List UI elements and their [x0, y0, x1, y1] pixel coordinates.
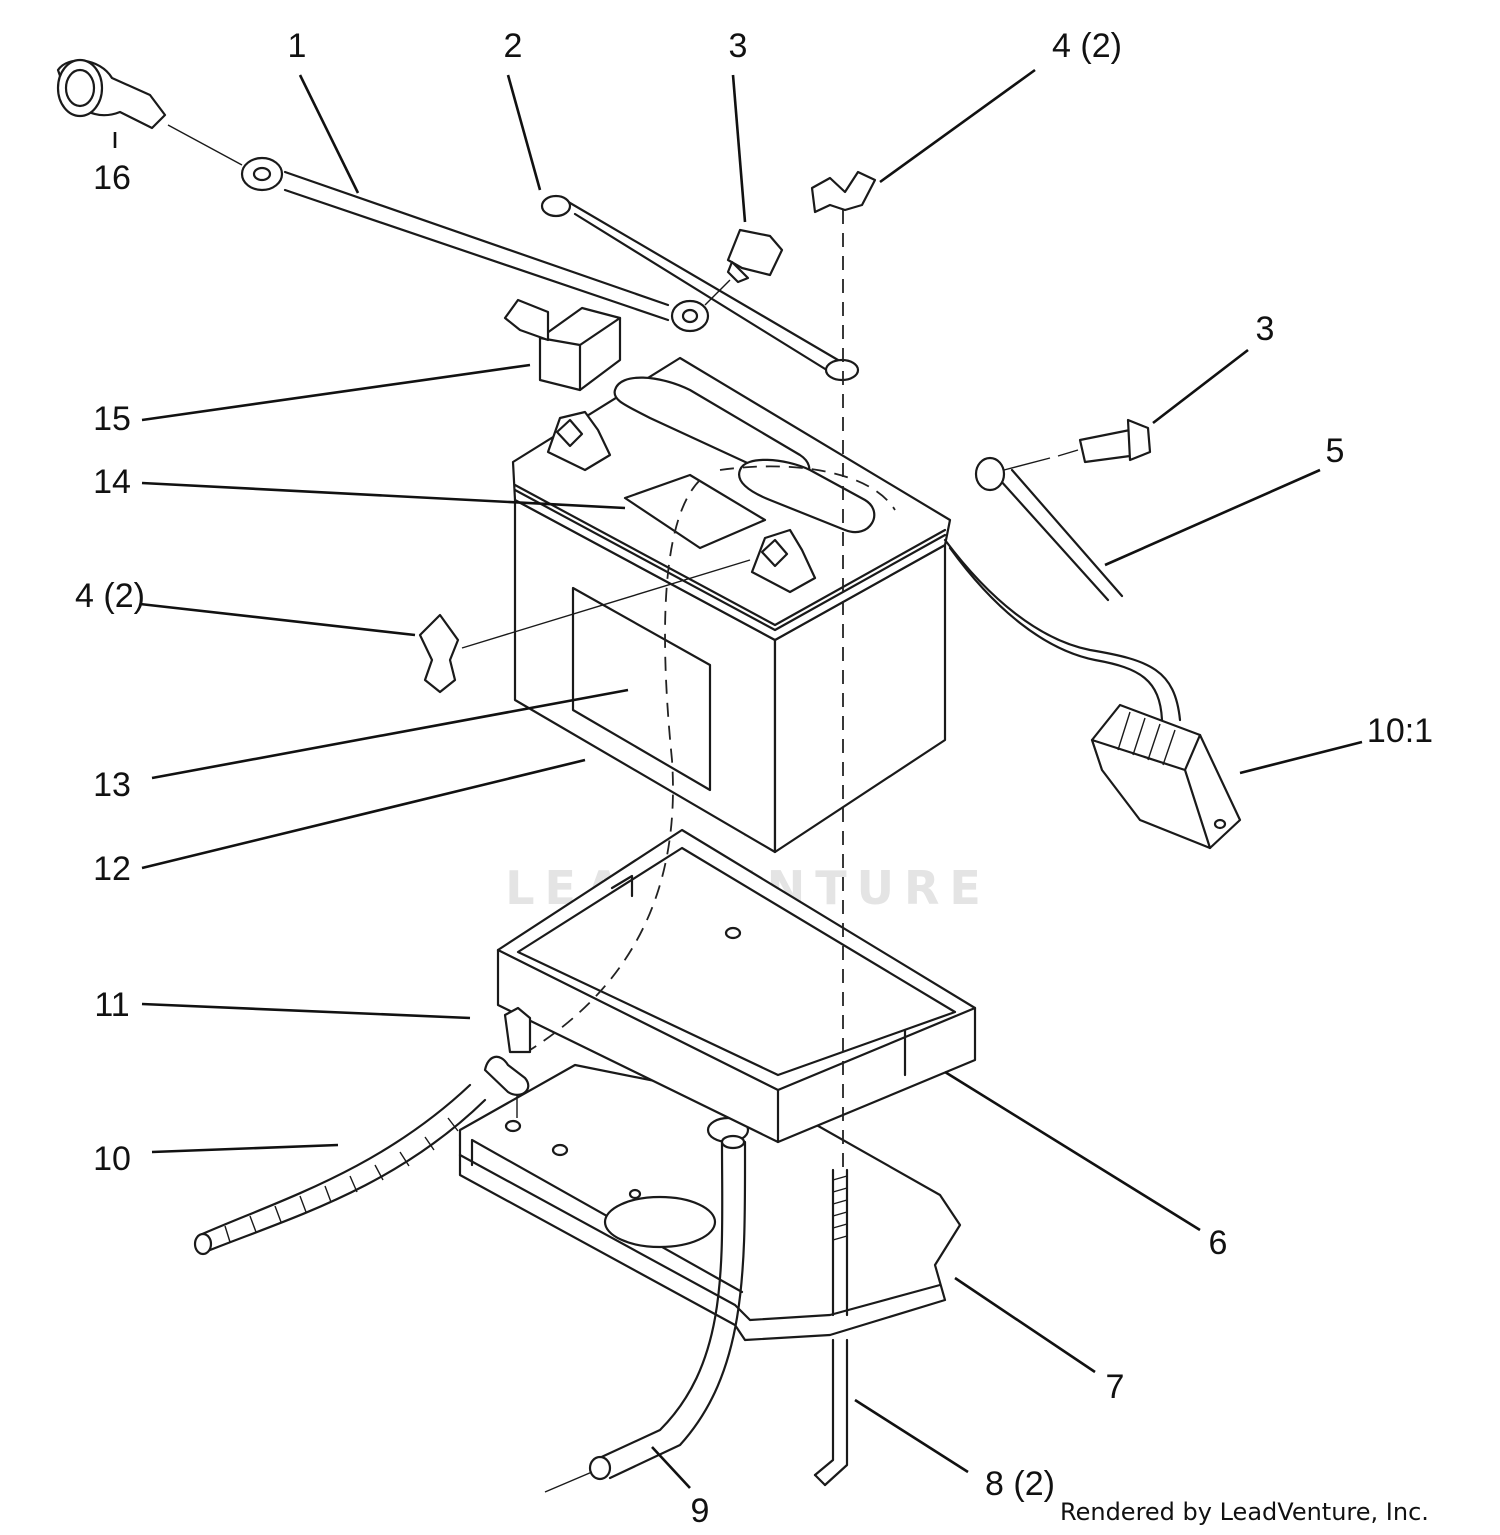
callout-15: 15	[93, 400, 131, 438]
callout-10: 10	[93, 1140, 131, 1178]
callout-2: 2	[504, 27, 523, 65]
terminal-bolt-upper	[704, 228, 784, 306]
vent-hose	[544, 1134, 747, 1493]
battery-strap	[540, 194, 860, 382]
charging-connector	[943, 538, 1242, 850]
callout-13: 13	[93, 766, 131, 804]
wire-conduit	[193, 1083, 487, 1256]
hold-down-rod	[813, 1168, 849, 1487]
callout-5: 5	[1326, 432, 1345, 470]
wing-nut-upper	[810, 170, 877, 214]
callout-3-upper: 3	[729, 27, 748, 65]
rendered-by-credit: Rendered by LeadVenture, Inc.	[1060, 1498, 1429, 1526]
callout-10-1: 10:1	[1367, 712, 1433, 750]
battery-hold-down-bracket	[458, 1063, 962, 1342]
terminal-bolt-right	[1057, 418, 1152, 464]
negative-battery-cable	[974, 456, 1124, 602]
callout-1: 1	[288, 27, 307, 65]
callout-16: 16	[93, 159, 131, 197]
callout-6: 6	[1209, 1224, 1228, 1262]
callout-4-upper: 4 (2)	[1052, 27, 1122, 65]
callout-14: 14	[93, 463, 131, 501]
wing-nut-left	[418, 559, 751, 694]
tray-bolt	[483, 1006, 532, 1118]
battery	[511, 356, 952, 854]
callout-7: 7	[1106, 1368, 1125, 1406]
callout-9: 9	[691, 1492, 710, 1530]
callout-8: 8 (2)	[985, 1465, 1055, 1503]
callout-11: 11	[94, 986, 129, 1024]
battery-tray	[496, 828, 977, 1144]
terminal-cover	[503, 298, 622, 392]
leader-lines	[113, 68, 1363, 1489]
callout-labels: 1 2 3 3 4 (2) 4 (2) 5 6 7 8 (2) 9 10 10:…	[75, 27, 1433, 1530]
callout-4-left: 4 (2)	[75, 577, 145, 615]
positive-battery-cable	[56, 58, 710, 333]
callout-12: 12	[93, 850, 131, 888]
callout-3-right: 3	[1256, 310, 1275, 348]
